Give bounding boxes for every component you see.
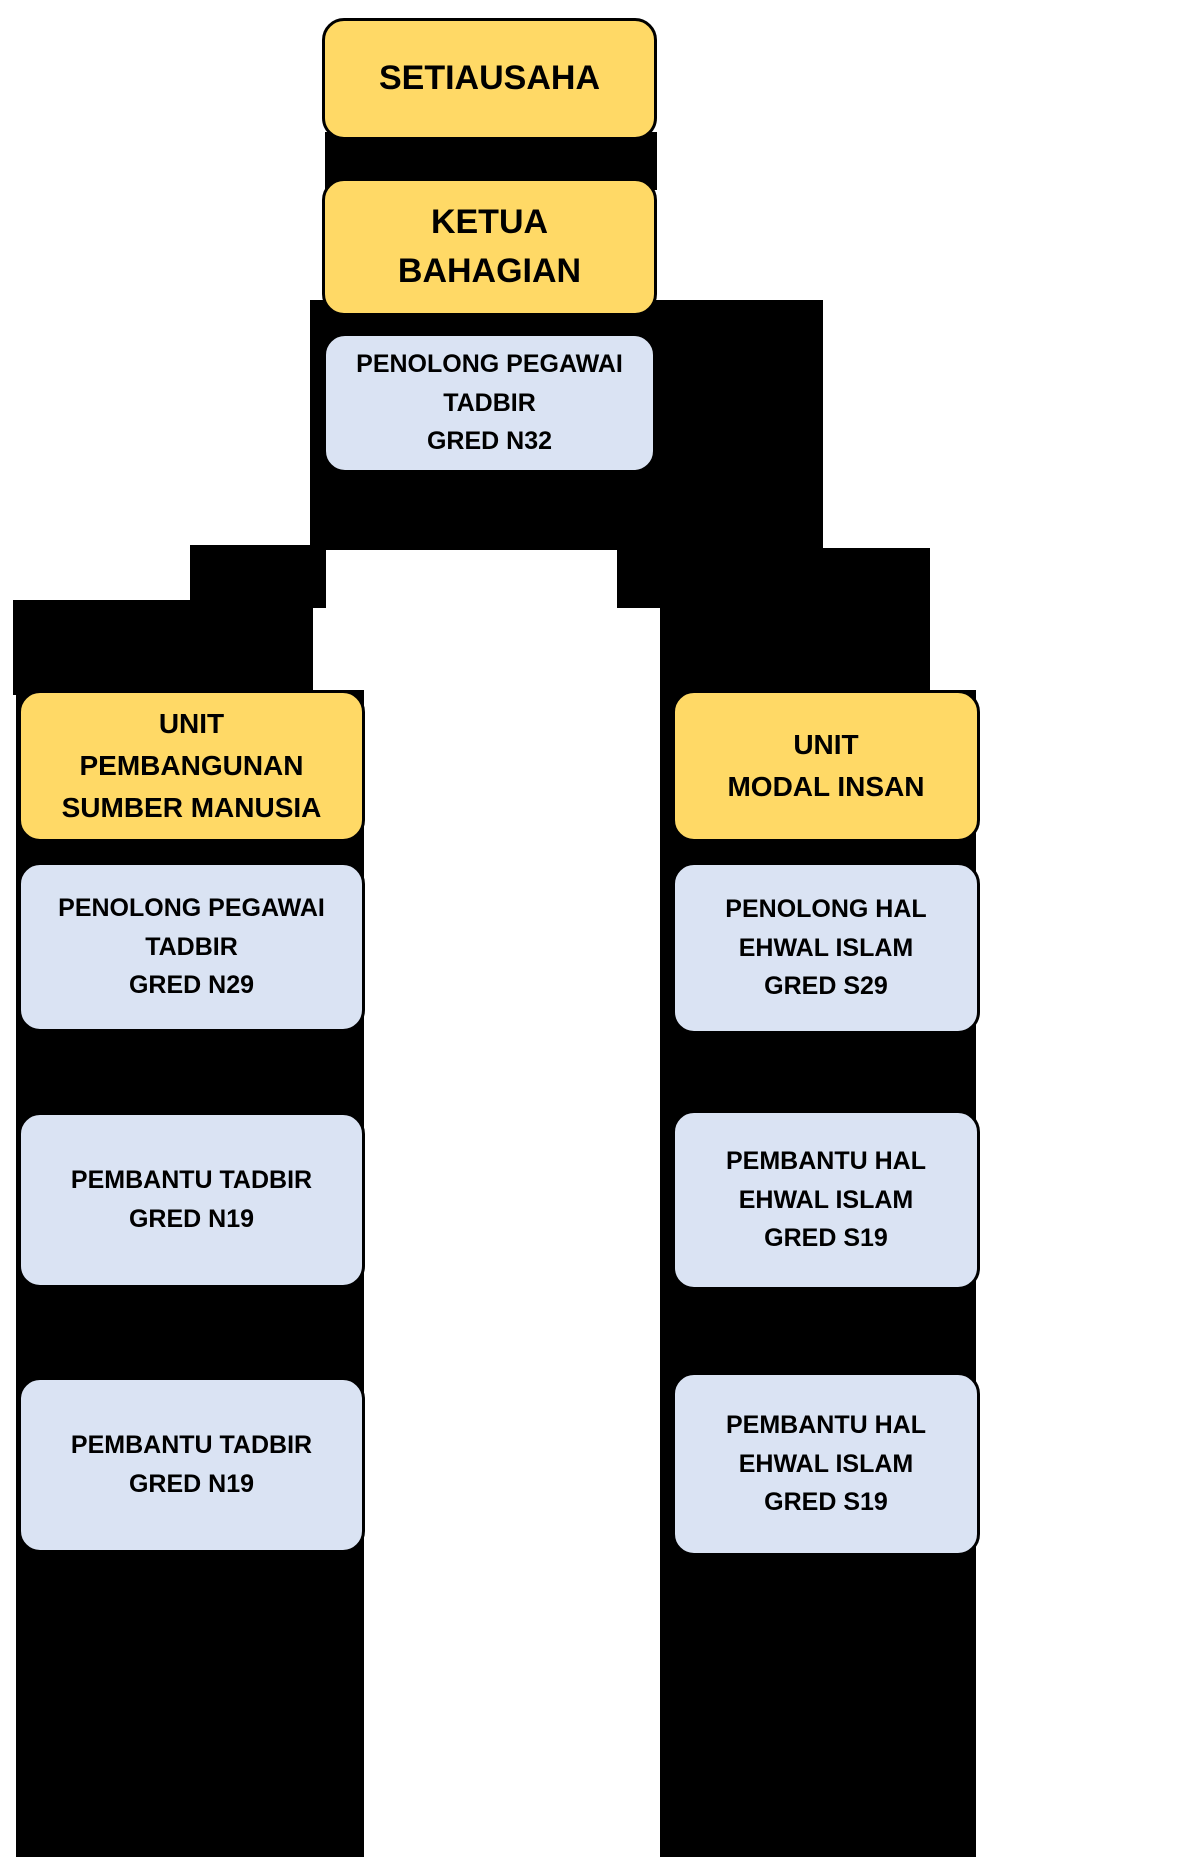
node-label: UNIT PEMBANGUNAN SUMBER MANUSIA — [61, 708, 322, 823]
node-penolong-pegawai-tadbir-n32: PENOLONG PEGAWAI TADBIR GRED N32 — [323, 333, 656, 473]
node-label: PEMBANTU HAL EHWAL ISLAM GRED S19 — [726, 1146, 926, 1253]
connector-right-arm — [660, 600, 930, 695]
node-label: PENOLONG HAL EHWAL ISLAM GRED S29 — [725, 894, 927, 1001]
node-label: SETIAUSAHA — [378, 59, 601, 98]
connector-left-arm — [13, 600, 313, 695]
node-label: PEMBANTU TADBIR GRED N19 — [70, 1431, 313, 1498]
node-penolong-hal-ehwal-islam-s29: PENOLONG HAL EHWAL ISLAM GRED S29 — [672, 862, 980, 1034]
node-label: KETUA BAHAGIAN — [397, 202, 582, 290]
node-ketua-bahagian: KETUA BAHAGIAN — [322, 178, 657, 316]
node-label: UNIT MODAL INSAN — [727, 729, 925, 802]
node-penolong-pegawai-tadbir-n29: PENOLONG PEGAWAI TADBIR GRED N29 — [18, 862, 365, 1032]
node-label: PEMBANTU HAL EHWAL ISLAM GRED S19 — [726, 1410, 926, 1517]
node-setiausaha: SETIAUSAHA — [322, 18, 657, 140]
node-label: PEMBANTU TADBIR GRED N19 — [70, 1166, 313, 1233]
node-pembantu-hal-ehwal-islam-s19-2: PEMBANTU HAL EHWAL ISLAM GRED S19 — [672, 1372, 980, 1556]
node-label: PENOLONG PEGAWAI TADBIR GRED N32 — [356, 349, 623, 456]
connector-right-step — [617, 548, 930, 608]
node-label: PENOLONG PEGAWAI TADBIR GRED N29 — [58, 893, 325, 1000]
node-unit-pembangunan-sumber-manusia: UNIT PEMBANGUNAN SUMBER MANUSIA — [18, 690, 365, 842]
node-pembantu-tadbir-n19-2: PEMBANTU TADBIR GRED N19 — [18, 1377, 365, 1553]
node-unit-modal-insan: UNIT MODAL INSAN — [672, 690, 980, 842]
connector-left-step — [190, 545, 326, 608]
node-pembantu-tadbir-n19-1: PEMBANTU TADBIR GRED N19 — [18, 1112, 365, 1288]
node-pembantu-hal-ehwal-islam-s19-1: PEMBANTU HAL EHWAL ISLAM GRED S19 — [672, 1110, 980, 1290]
